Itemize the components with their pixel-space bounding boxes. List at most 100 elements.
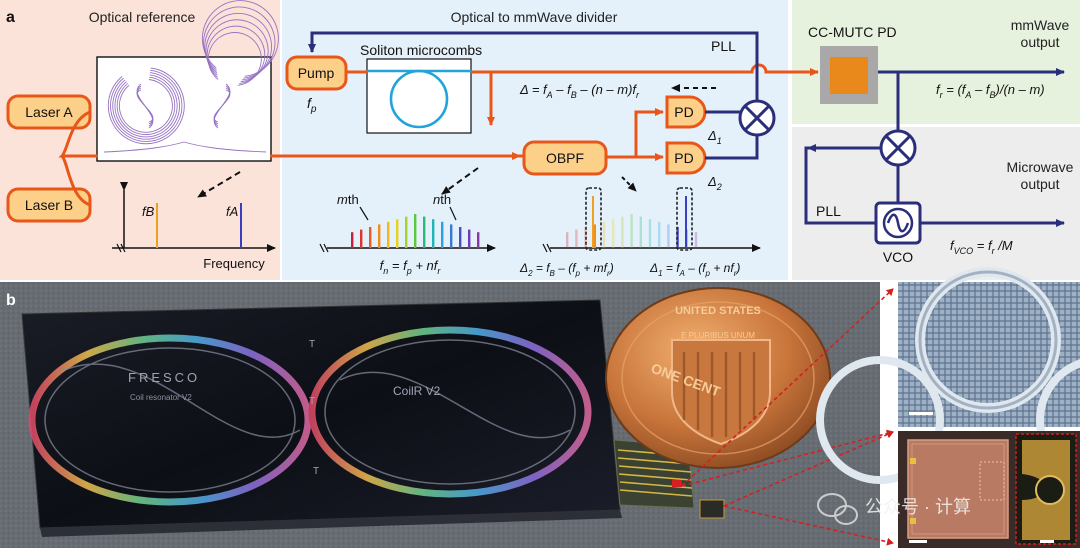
chip-hotspot (672, 480, 682, 487)
obpf-label: OBPF (546, 150, 584, 166)
pd-submount (699, 499, 725, 519)
watermark: 公众号 · 计算 (817, 493, 971, 525)
inset-pd (898, 431, 1080, 548)
panel-a-backgrounds (0, 0, 1080, 280)
comb-line (432, 219, 435, 248)
filtered-spectrum: Δ2 = fB – (fp + mfr) Δ1 = fA – (fp + nfr… (519, 187, 761, 278)
comb-line (414, 214, 417, 248)
filtered-line (566, 232, 569, 248)
comb-line (450, 224, 453, 248)
comb-line (396, 219, 399, 248)
cc-mutc-die (830, 57, 868, 94)
pd2-block (665, 141, 707, 175)
divider-electrical-paths (308, 31, 759, 160)
pd1-block (665, 95, 707, 129)
comb-line (360, 229, 363, 248)
chip-text-resonator: Coil resonator V2 (130, 393, 192, 402)
comb-line (423, 216, 426, 248)
fa-line (240, 203, 242, 248)
dashed-arrow-3 (621, 176, 637, 192)
filtered-line (621, 216, 624, 248)
microwave-bg (792, 127, 1080, 280)
dashed-arrow-2 (441, 167, 479, 195)
filtered-line (602, 221, 606, 248)
laser-a-label: Laser A (25, 104, 73, 120)
filtered-line (658, 221, 661, 248)
filtered-line (648, 219, 652, 248)
soliton-label: Soliton microcombs (360, 42, 482, 58)
chip-t1: T (309, 339, 315, 350)
chip-text-coilr: CoilR V2 (393, 384, 441, 398)
fp-symbol: fp (307, 95, 317, 115)
laser-spectrum: fB fA Frequency (112, 182, 276, 271)
pll-top-label: PLL (711, 38, 736, 54)
fb-line (156, 203, 158, 248)
laser-paths (58, 110, 524, 207)
comb-line (369, 227, 372, 248)
obpf-block (522, 140, 608, 176)
delta1-equation: Δ1 = fA – (fp + nfr) (649, 261, 740, 278)
pump-label: Pump (298, 65, 335, 81)
comb-line (351, 232, 354, 248)
comb-line (441, 221, 444, 248)
divider-title: Optical to mmWave divider (451, 9, 618, 25)
divider-optical-paths (346, 63, 819, 161)
filtered-line (612, 219, 615, 248)
delta2-equation: Δ2 = fB – (fp + mfr) (519, 261, 614, 278)
comb-spectrum: mth nth fn = fp + nfr (319, 192, 496, 276)
penny-shield (671, 339, 771, 446)
filtered-line (694, 232, 698, 248)
pd2-label: PD (674, 150, 693, 166)
laser-b-label: Laser B (25, 197, 73, 213)
divider-bg (282, 0, 788, 280)
pd1-label: PD (674, 104, 693, 120)
coin-text-2: E PLURIBUS UNUM (681, 331, 755, 340)
filtered-line (639, 216, 642, 248)
comb-line (405, 216, 408, 248)
chip-t2: T (309, 396, 315, 407)
mixer-divider (738, 99, 776, 137)
chip-coils (28, 326, 592, 506)
watermark-text: 公众号 · 计算 (865, 497, 971, 517)
panel-b-letter: b (6, 292, 16, 309)
pll-bottom-label: PLL (816, 203, 841, 219)
chip-text-fresco: FRESCO (128, 370, 200, 385)
comb-line (378, 224, 381, 248)
filtered-line (593, 224, 596, 248)
fa-label: fA (226, 204, 238, 219)
sine-icon (886, 213, 910, 233)
comb-line (477, 232, 480, 248)
optical-reference-title: Optical reference (89, 9, 196, 25)
cc-mutc-label: CC-MUTC PD (808, 24, 897, 40)
inset-mesh (816, 267, 1080, 484)
comb-line (387, 221, 390, 248)
filtered-line (667, 224, 670, 248)
dashed-arrow-1 (197, 171, 241, 198)
coil-resonator (96, 0, 279, 162)
zoom-pointers (681, 288, 894, 546)
comb-line (459, 227, 462, 248)
filter-window-1 (585, 187, 602, 251)
panel-b-photo: FRESCO Coil resonator V2 CoilR V2 T T T … (0, 282, 894, 548)
chip-t3: T (313, 466, 319, 477)
filtered-fa-line (685, 196, 687, 248)
frequency-label: Frequency (203, 256, 265, 271)
nth-label: nth (433, 192, 451, 207)
filtered-fb-line (592, 196, 594, 248)
panel-a-letter: a (6, 9, 15, 26)
fn-equation: fn = fp + nfr (380, 258, 442, 276)
comb-line (468, 229, 471, 248)
mth-label: mth (337, 192, 359, 207)
filtered-line (630, 214, 633, 248)
filter-window-2 (676, 187, 693, 251)
fr-equation: fr = (fA – fB)/(n – m) (936, 82, 1045, 100)
filtered-line (575, 229, 578, 248)
fb-label: fB (142, 204, 155, 219)
coin-text-1: UNITED STATES (675, 305, 761, 317)
vco-label: VCO (883, 249, 913, 265)
mixer-microwave (879, 129, 917, 167)
